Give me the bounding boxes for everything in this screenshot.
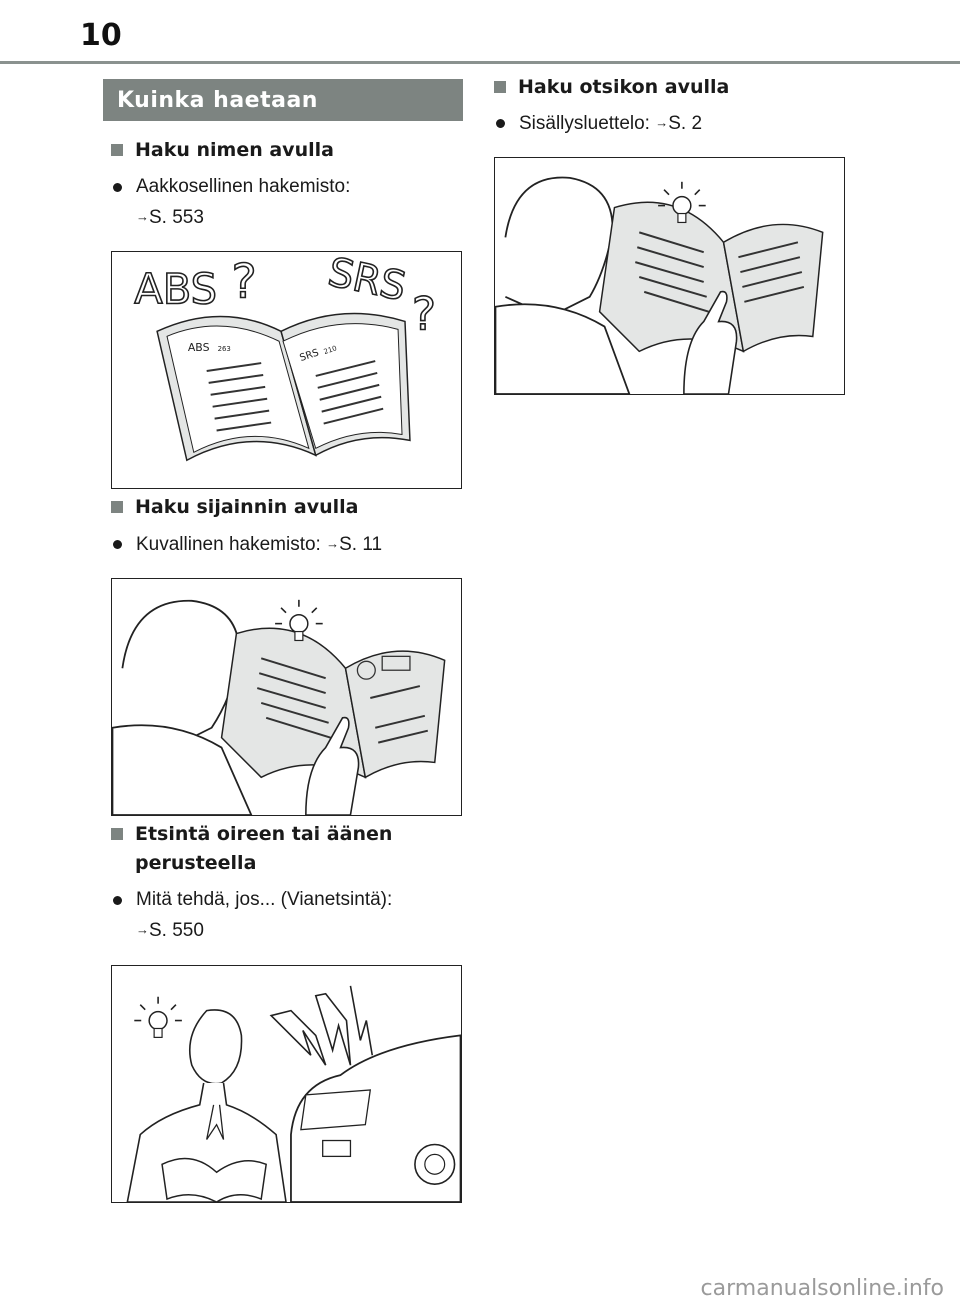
bullet-text: Kuvallinen hakemisto: <box>136 534 321 555</box>
heading-text: Haku nimen avulla <box>135 139 334 161</box>
heading-name-search: Haku nimen avulla <box>111 136 334 165</box>
figure-confused-book: ABS ? SRS ? ABS 263 SRS 210 <box>111 251 462 489</box>
page-number: 10 <box>80 18 122 53</box>
section-title: Kuinka haetaan <box>103 79 463 121</box>
figure-person-pointing-at-picture <box>111 578 462 816</box>
question-mark-icon: ? <box>231 255 256 310</box>
arrow-icon: → <box>655 115 668 130</box>
square-bullet-icon <box>111 144 123 156</box>
heading-text: Haku otsikon avulla <box>518 76 730 98</box>
figure-person-with-car <box>111 965 462 1203</box>
bullet-dot-icon <box>496 119 505 128</box>
page-reference-link[interactable]: S. 553 <box>149 207 204 228</box>
srs-label: SRS <box>324 252 410 310</box>
srs-small-page: 210 <box>323 344 338 356</box>
noise-lightning-icon <box>269 985 374 1066</box>
page-reference-link[interactable]: S. 11 <box>339 534 383 555</box>
abs-small-label: ABS <box>188 341 210 354</box>
heading-location-search: Haku sijainnin avulla <box>111 493 358 522</box>
square-bullet-icon <box>111 828 123 840</box>
heading-text: perusteella <box>135 852 257 874</box>
bullet-dot-icon <box>113 540 122 549</box>
bullet-text: Mitä tehdä, jos... (Vianetsintä): <box>136 889 393 910</box>
lightbulb-icon <box>134 996 182 1038</box>
header-divider <box>0 61 960 64</box>
heading-symptom-search: Etsintä oireen tai äänen perusteella <box>111 820 451 878</box>
page-reference-link[interactable]: S. 2 <box>668 113 703 134</box>
arrow-icon: → <box>326 536 339 551</box>
bullet-alphabetical-index: Aakkosellinen hakemisto: →S. 553 <box>111 172 451 233</box>
square-bullet-icon <box>111 501 123 513</box>
lightbulb-icon <box>275 599 323 642</box>
abs-label: ABS <box>134 265 217 314</box>
figure-person-reading-contents <box>494 157 845 395</box>
bullet-text: Aakkosellinen hakemisto: <box>136 176 351 197</box>
abs-small-page: 263 <box>218 345 231 353</box>
arrow-icon: → <box>136 922 149 937</box>
bullet-text: Sisällysluettelo: <box>519 113 650 134</box>
bullet-troubleshooting: Mitä tehdä, jos... (Vianetsintä): →S. 55… <box>111 885 461 946</box>
heading-text: Haku sijainnin avulla <box>135 496 359 518</box>
heading-text: Etsintä oireen tai äänen <box>135 823 393 845</box>
bullet-table-of-contents: Sisällysluettelo: →S. 2 <box>494 108 844 139</box>
square-bullet-icon <box>494 81 506 93</box>
bullet-dot-icon <box>113 183 122 192</box>
bullet-pictorial-index: Kuvallinen hakemisto: →S. 11 <box>111 529 461 560</box>
bullet-dot-icon <box>113 896 122 905</box>
question-mark-icon: ? <box>412 287 436 340</box>
arrow-icon: → <box>136 209 149 224</box>
page-reference-link[interactable]: S. 550 <box>149 920 204 941</box>
watermark: carmanualsonline.info <box>700 1276 944 1301</box>
lightbulb-icon <box>658 181 706 224</box>
heading-title-search: Haku otsikon avulla <box>494 73 729 102</box>
